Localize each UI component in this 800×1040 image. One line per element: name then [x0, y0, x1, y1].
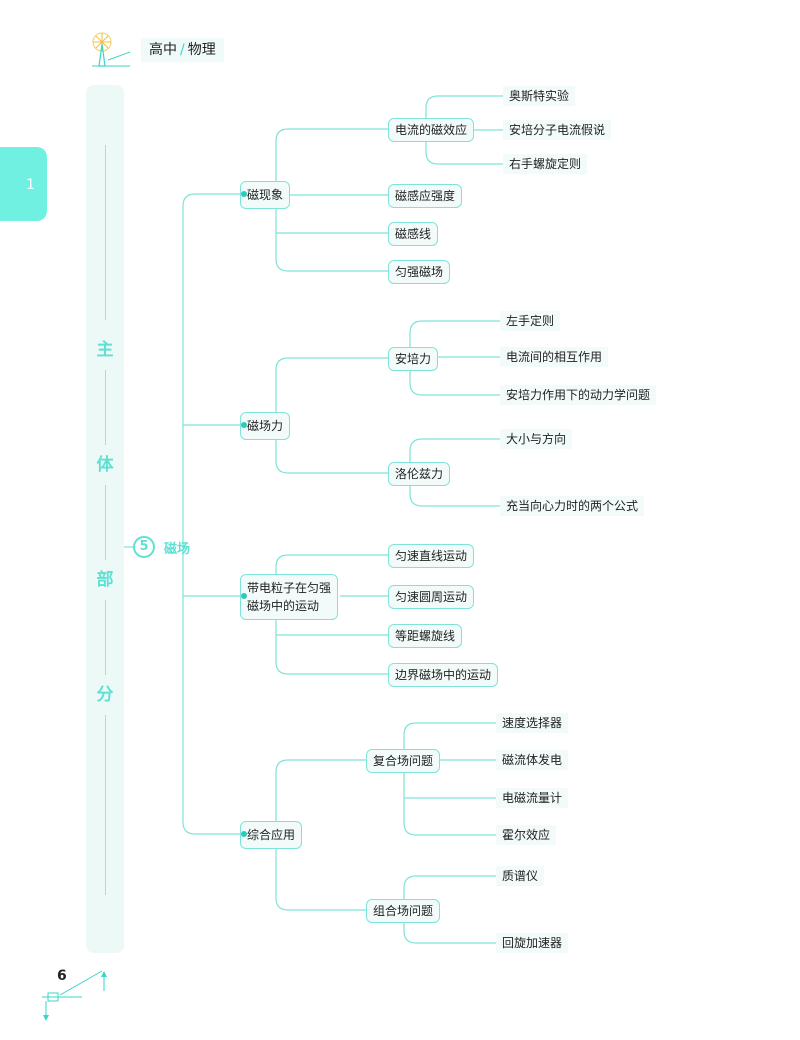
subtopic-label: 电流的磁效应 — [395, 123, 468, 137]
leaf-label: 电磁流量计 — [502, 791, 563, 805]
footer-decoration — [38, 965, 110, 1025]
branch-label-line: 磁场中的运动 — [247, 599, 320, 613]
subtopic-label: 洛伦兹力 — [395, 467, 444, 481]
branch-dot — [241, 831, 247, 837]
header-subject: 物理 — [187, 42, 216, 58]
subtopic-label: 匀强磁场 — [395, 265, 444, 279]
branch-node[interactable]: 综合应用 — [240, 821, 303, 849]
subtopic-node[interactable]: 组合场问题 — [366, 899, 441, 923]
tower-icon — [92, 32, 131, 67]
branch-dot — [241, 422, 247, 428]
subtopic-node[interactable]: 匀强磁场 — [388, 260, 451, 284]
page-header: 高中/物理 — [141, 38, 224, 62]
branch-dot — [241, 593, 247, 599]
branch-label: 磁现象 — [247, 188, 284, 202]
subtopic-label: 匀速圆周运动 — [395, 590, 468, 604]
subtopic-label: 复合场问题 — [373, 754, 434, 768]
leaf-item[interactable]: 奥斯特实验 — [503, 86, 576, 106]
subtopic-node[interactable]: 磁感线 — [388, 222, 439, 246]
leaf-label: 回旋加速器 — [502, 936, 563, 950]
leaf-label: 安培分子电流假说 — [509, 123, 606, 137]
leaf-item[interactable]: 电磁流量计 — [496, 788, 569, 808]
branch-label: 带电粒子在匀强 磁场中的运动 — [247, 579, 331, 615]
header-logo — [88, 30, 134, 70]
leaf-item[interactable]: 质谱仪 — [496, 866, 545, 886]
chapter-tab[interactable]: 1 — [0, 147, 47, 221]
root-number-badge: 5 — [133, 536, 155, 558]
branch-node[interactable]: 磁场力 — [240, 412, 291, 440]
page-number: 6 — [57, 968, 67, 984]
branch-dot — [241, 191, 247, 197]
leaf-item[interactable]: 回旋加速器 — [496, 933, 569, 953]
subtopic-label: 等距螺旋线 — [395, 629, 456, 643]
header-separator: / — [180, 42, 185, 58]
leaf-item[interactable]: 安培分子电流假说 — [503, 120, 612, 140]
subtopic-node[interactable]: 洛伦兹力 — [388, 462, 451, 486]
subtopic-label: 边界磁场中的运动 — [395, 668, 492, 682]
leaf-label: 左手定则 — [506, 314, 555, 328]
leaf-item[interactable]: 右手螺旋定则 — [503, 154, 588, 174]
leaf-item[interactable]: 磁流体发电 — [496, 750, 569, 770]
section-char-3: 部 — [96, 570, 114, 590]
leaf-item[interactable]: 充当向心力时的两个公式 — [500, 496, 645, 516]
leaf-item[interactable]: 霍尔效应 — [496, 825, 557, 845]
leaf-label: 安培力作用下的动力学问题 — [506, 388, 651, 402]
leaf-item[interactable]: 大小与方向 — [500, 429, 573, 449]
branch-label: 磁场力 — [247, 419, 284, 433]
subtopic-node[interactable]: 匀速圆周运动 — [388, 585, 475, 609]
leaf-label: 大小与方向 — [506, 432, 567, 446]
subtopic-node[interactable]: 匀速直线运动 — [388, 544, 475, 568]
leaf-item[interactable]: 左手定则 — [500, 311, 561, 331]
branch-label: 综合应用 — [247, 828, 296, 842]
leaf-label: 充当向心力时的两个公式 — [506, 499, 639, 513]
section-bar-line — [105, 370, 106, 445]
section-char-4: 分 — [96, 685, 114, 705]
root-topic: 磁场 — [164, 542, 191, 557]
leaf-label: 电流间的相互作用 — [506, 350, 603, 364]
leaf-item[interactable]: 电流间的相互作用 — [500, 347, 609, 367]
leaf-label: 磁流体发电 — [502, 753, 563, 767]
subtopic-node[interactable]: 边界磁场中的运动 — [388, 663, 499, 687]
section-bar-line — [105, 485, 106, 560]
subtopic-label: 安培力 — [395, 352, 432, 366]
leaf-item[interactable]: 速度选择器 — [496, 713, 569, 733]
subtopic-label: 匀速直线运动 — [395, 549, 468, 563]
branch-label-line: 带电粒子在匀强 — [247, 581, 332, 595]
subtopic-node[interactable]: 复合场问题 — [366, 749, 441, 773]
subtopic-label: 磁感线 — [395, 227, 432, 241]
chapter-tab-number: 1 — [26, 177, 35, 193]
header-level: 高中 — [149, 42, 177, 58]
subtopic-node[interactable]: 等距螺旋线 — [388, 624, 463, 648]
branch-node[interactable]: 磁现象 — [240, 181, 291, 209]
subtopic-node[interactable]: 磁感应强度 — [388, 184, 463, 208]
subtopic-node[interactable]: 电流的磁效应 — [388, 118, 475, 142]
section-char-1: 主 — [96, 340, 114, 360]
circuit-icon — [42, 970, 107, 1021]
section-bar-line — [105, 145, 106, 320]
section-bar-line — [105, 715, 106, 895]
section-char-2: 体 — [96, 455, 114, 475]
leaf-item[interactable]: 安培力作用下的动力学问题 — [500, 385, 657, 405]
section-bar-line — [105, 600, 106, 675]
subtopic-node[interactable]: 安培力 — [388, 347, 439, 371]
leaf-label: 霍尔效应 — [502, 828, 551, 842]
leaf-label: 右手螺旋定则 — [509, 157, 582, 171]
branch-node[interactable]: 带电粒子在匀强 磁场中的运动 — [240, 574, 339, 620]
leaf-label: 速度选择器 — [502, 716, 563, 730]
subtopic-label: 组合场问题 — [373, 904, 434, 918]
subtopic-label: 磁感应强度 — [395, 189, 456, 203]
leaf-label: 质谱仪 — [502, 869, 539, 883]
leaf-label: 奥斯特实验 — [509, 89, 570, 103]
